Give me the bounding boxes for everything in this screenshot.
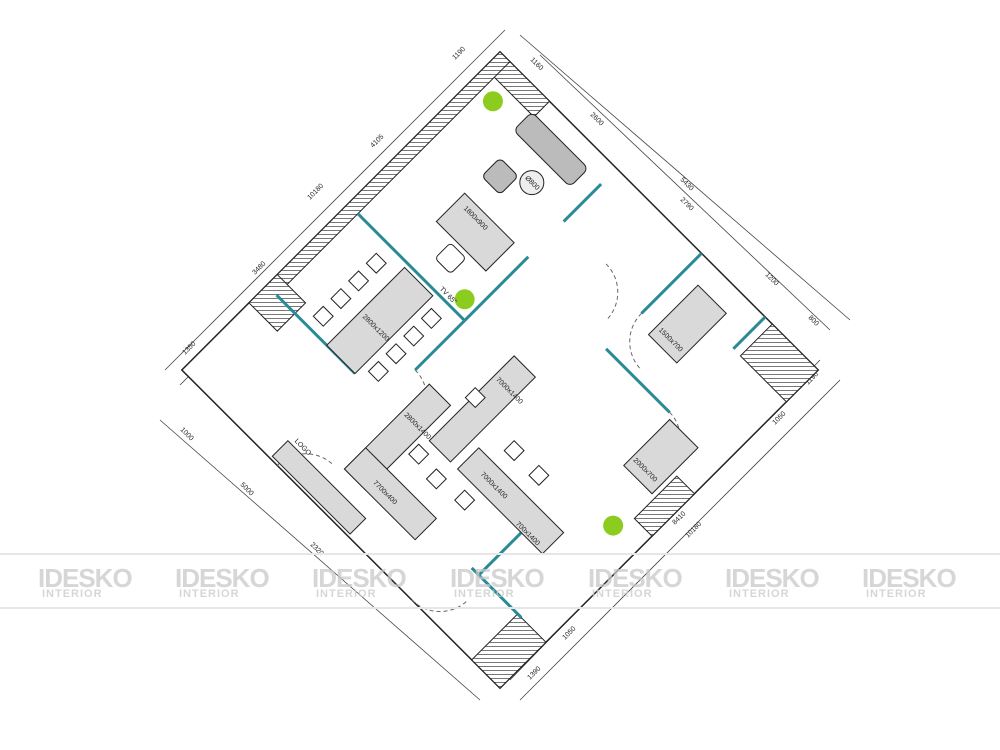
svg-text:1200: 1200 bbox=[764, 271, 780, 287]
svg-text:1350: 1350 bbox=[181, 340, 197, 356]
wall-column bbox=[471, 613, 547, 689]
svg-text:1390: 1390 bbox=[526, 665, 542, 681]
workstation-chairs bbox=[408, 386, 550, 511]
sofa bbox=[515, 113, 587, 185]
plant bbox=[454, 91, 624, 536]
wall-column bbox=[248, 273, 307, 332]
svg-text:10180: 10180 bbox=[306, 183, 325, 202]
meeting-chairs bbox=[312, 252, 443, 383]
wall-column bbox=[739, 323, 819, 403]
glass-partitions bbox=[275, 182, 767, 619]
svg-text:2320: 2320 bbox=[309, 541, 325, 557]
side-desk bbox=[623, 418, 699, 495]
svg-text:4105: 4105 bbox=[369, 133, 385, 149]
svg-text:5430: 5430 bbox=[679, 176, 695, 192]
svg-text:5000: 5000 bbox=[239, 481, 255, 497]
svg-text:1000: 1000 bbox=[179, 426, 195, 442]
meeting-table bbox=[326, 266, 434, 375]
coffee-table bbox=[519, 170, 545, 196]
workstations bbox=[343, 355, 565, 555]
manager-desk bbox=[647, 284, 727, 364]
building: Ø800 1800x900 TV 65" 1500x700 2000x700 2… bbox=[180, 50, 820, 690]
reception-desk bbox=[435, 192, 515, 272]
wall-column bbox=[633, 475, 696, 537]
pantry-counter bbox=[271, 440, 367, 535]
svg-text:1160: 1160 bbox=[529, 56, 545, 72]
svg-text:10180: 10180 bbox=[684, 521, 703, 540]
office-chair bbox=[436, 243, 465, 273]
armchair bbox=[483, 159, 517, 194]
workstation-d bbox=[343, 447, 438, 541]
svg-text:800: 800 bbox=[807, 314, 820, 327]
svg-text:1050: 1050 bbox=[561, 625, 577, 641]
workstation-b bbox=[456, 447, 565, 555]
svg-text:1190: 1190 bbox=[451, 46, 467, 62]
svg-text:3480: 3480 bbox=[251, 260, 267, 276]
